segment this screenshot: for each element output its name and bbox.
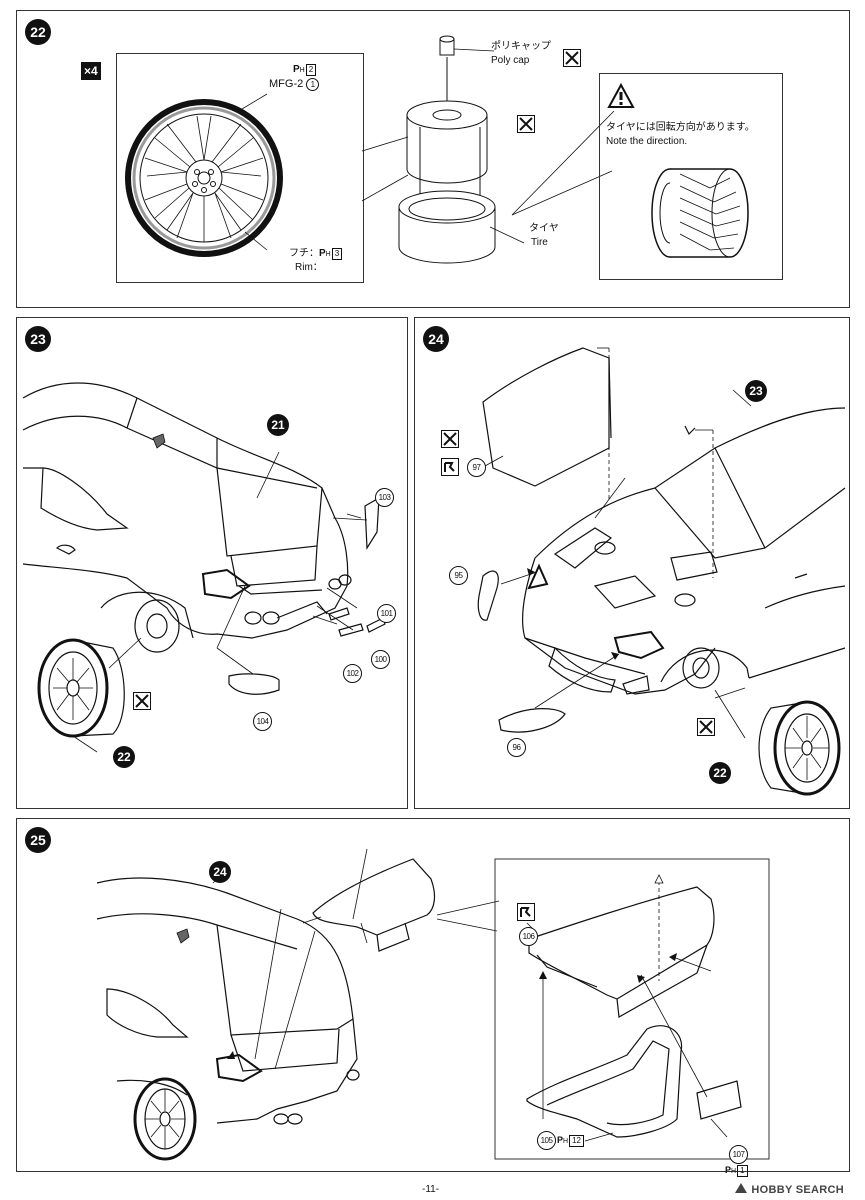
part-105: 105	[537, 1131, 556, 1150]
polycap-tire-drawing	[361, 35, 615, 264]
ph-symbol: P	[725, 1165, 732, 1175]
direction-note-jp: タイヤには回転方向があります。	[606, 122, 755, 133]
no-glue-icon	[563, 49, 581, 67]
mfg-text: MFG-2	[269, 78, 304, 90]
step-22-number: 22	[25, 19, 51, 45]
ref-step-22: 22	[113, 746, 135, 768]
direction-note-en: Note the direction.	[606, 136, 688, 147]
part-97: 97	[467, 458, 486, 477]
paint-icon	[517, 903, 535, 921]
part-95: 95	[449, 566, 468, 585]
part-103: 103	[375, 488, 394, 507]
ph-sub: H	[325, 251, 331, 258]
part-107: 107	[729, 1145, 748, 1164]
part-101: 101	[377, 604, 396, 623]
rear-wing-drawing	[96, 848, 770, 1161]
step-24-panel: 24	[414, 317, 850, 809]
ph-number: 1	[737, 1165, 748, 1177]
no-glue-icon	[517, 115, 535, 133]
warning-icon	[607, 82, 635, 108]
paint-icon	[441, 458, 459, 476]
tire-label-en: Tire	[531, 237, 548, 248]
part-104: 104	[253, 712, 272, 731]
ph-symbol: P	[557, 1135, 564, 1145]
caution-box: タイヤには回転方向があります。 Note the direction.	[599, 73, 783, 280]
no-glue-icon	[133, 692, 151, 710]
polycap-label-en: Poly cap	[491, 55, 530, 66]
step-23-number: 23	[25, 326, 51, 352]
part-102: 102	[343, 664, 362, 683]
watermark: HOBBY SEARCH	[734, 1182, 844, 1196]
rim-label-en: Rim：	[295, 262, 323, 273]
ph-sub: H	[731, 1168, 737, 1175]
ref-step-24: 24	[209, 861, 231, 883]
rear-body-drawing	[22, 382, 386, 753]
front-body-drawing	[477, 347, 846, 796]
ph-symbol: P	[293, 64, 300, 75]
part-106: 106	[519, 927, 538, 946]
page-number: -11-	[422, 1184, 440, 1195]
ph-number: 12	[569, 1135, 584, 1147]
step-25-panel: 25	[16, 818, 850, 1177]
ph-number: 3	[331, 248, 343, 260]
step-23-panel: 23	[16, 317, 408, 809]
mfg-label: MFG-2 1	[269, 78, 320, 91]
step-25-number: 25	[25, 827, 51, 853]
ref-step-22: 22	[709, 762, 731, 784]
polycap-label-jp: ポリキャップ	[491, 41, 551, 52]
tire-label-jp: タイヤ	[529, 223, 559, 234]
ref-step-23: 23	[745, 380, 767, 402]
ph-number: 2	[305, 64, 317, 76]
part-96: 96	[507, 738, 526, 757]
no-glue-icon	[697, 718, 715, 736]
ref-step-21: 21	[267, 414, 289, 436]
part-100: 100	[371, 650, 390, 669]
no-glue-icon	[441, 430, 459, 448]
rim-jp-text: フチ：	[289, 248, 319, 259]
ph-sub: H	[563, 1138, 569, 1145]
quantity-badge: ×4	[81, 62, 101, 80]
ph-sub: H	[299, 67, 305, 74]
step-24-number: 24	[423, 326, 449, 352]
watermark-text: HOBBY SEARCH	[751, 1184, 844, 1196]
tire-direction-drawing	[651, 168, 749, 258]
hobby-search-logo-icon	[735, 1183, 747, 1193]
wheel-drawing	[125, 93, 283, 257]
mfg-circle-number: 1	[306, 78, 320, 91]
ph-symbol: P	[319, 248, 326, 259]
